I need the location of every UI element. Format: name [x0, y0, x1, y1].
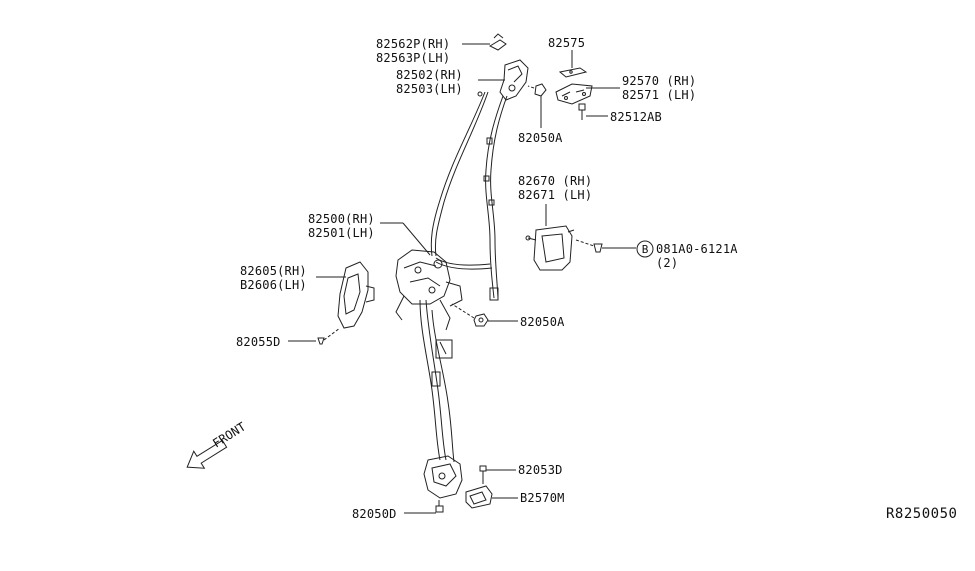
label-82050d: 82050D — [352, 507, 397, 521]
label-82055d: 82055D — [236, 335, 281, 349]
label-82500-rh: 82500(RH) — [308, 212, 375, 226]
label-82512ab: 82512AB — [610, 110, 662, 124]
nut-82050a-mid — [473, 313, 489, 327]
diagram-code: R8250050 — [886, 506, 958, 522]
lower-latch — [423, 455, 463, 499]
bolt-82050d — [435, 500, 444, 513]
label-82605-rh: 82605(RH) — [240, 264, 307, 278]
label-82053d: 82053D — [518, 463, 563, 477]
label-82570m: B2570M — [520, 491, 565, 505]
inside-handle — [337, 261, 375, 329]
screw-82055d — [317, 337, 325, 345]
label-82606-lh: B2606(LH) — [240, 278, 307, 292]
main-door-lock — [395, 249, 463, 331]
bracket-92570 — [555, 83, 593, 105]
cables — [430, 91, 508, 301]
label-82575: 82575 — [548, 36, 586, 50]
callout-b-circle — [636, 240, 654, 258]
label-82503-lh: 82503(LH) — [396, 82, 463, 96]
callout-b-letter: B — [642, 243, 649, 256]
label-82050a-mid: 82050A — [520, 315, 565, 329]
label-82671-lh: 82671 (LH) — [518, 188, 593, 202]
label-92570-rh: 92570 (RH) — [622, 74, 697, 88]
label-82501-lh: 82501(LH) — [308, 226, 375, 240]
plate-82575 — [558, 67, 588, 78]
nut-82050a-top — [534, 83, 547, 97]
upper-lock-actuator — [499, 59, 529, 101]
label-82562p-rh: 82562P(RH) — [376, 37, 451, 51]
clip-82562p — [488, 33, 507, 51]
front-label: FRONT — [210, 420, 248, 451]
label-82563p-lh: 82563P(LH) — [376, 51, 451, 65]
outside-handle-bracket — [525, 225, 575, 271]
bolt-82512ab — [578, 103, 586, 120]
label-82571-lh: 82571 (LH) — [622, 88, 697, 102]
front-arrow-icon — [186, 439, 228, 469]
label-081a0-6121a: 081A0-6121A — [656, 242, 738, 256]
screw-081a0 — [593, 243, 603, 253]
label-82050a-top: 82050A — [518, 131, 563, 145]
label-82670-rh: 82670 (RH) — [518, 174, 593, 188]
label-82502-rh: 82502(RH) — [396, 68, 463, 82]
striker-82570m — [465, 485, 493, 509]
lock-rods — [419, 299, 455, 463]
label-qty-2: (2) — [656, 256, 679, 270]
bolt-82053d — [479, 465, 487, 484]
